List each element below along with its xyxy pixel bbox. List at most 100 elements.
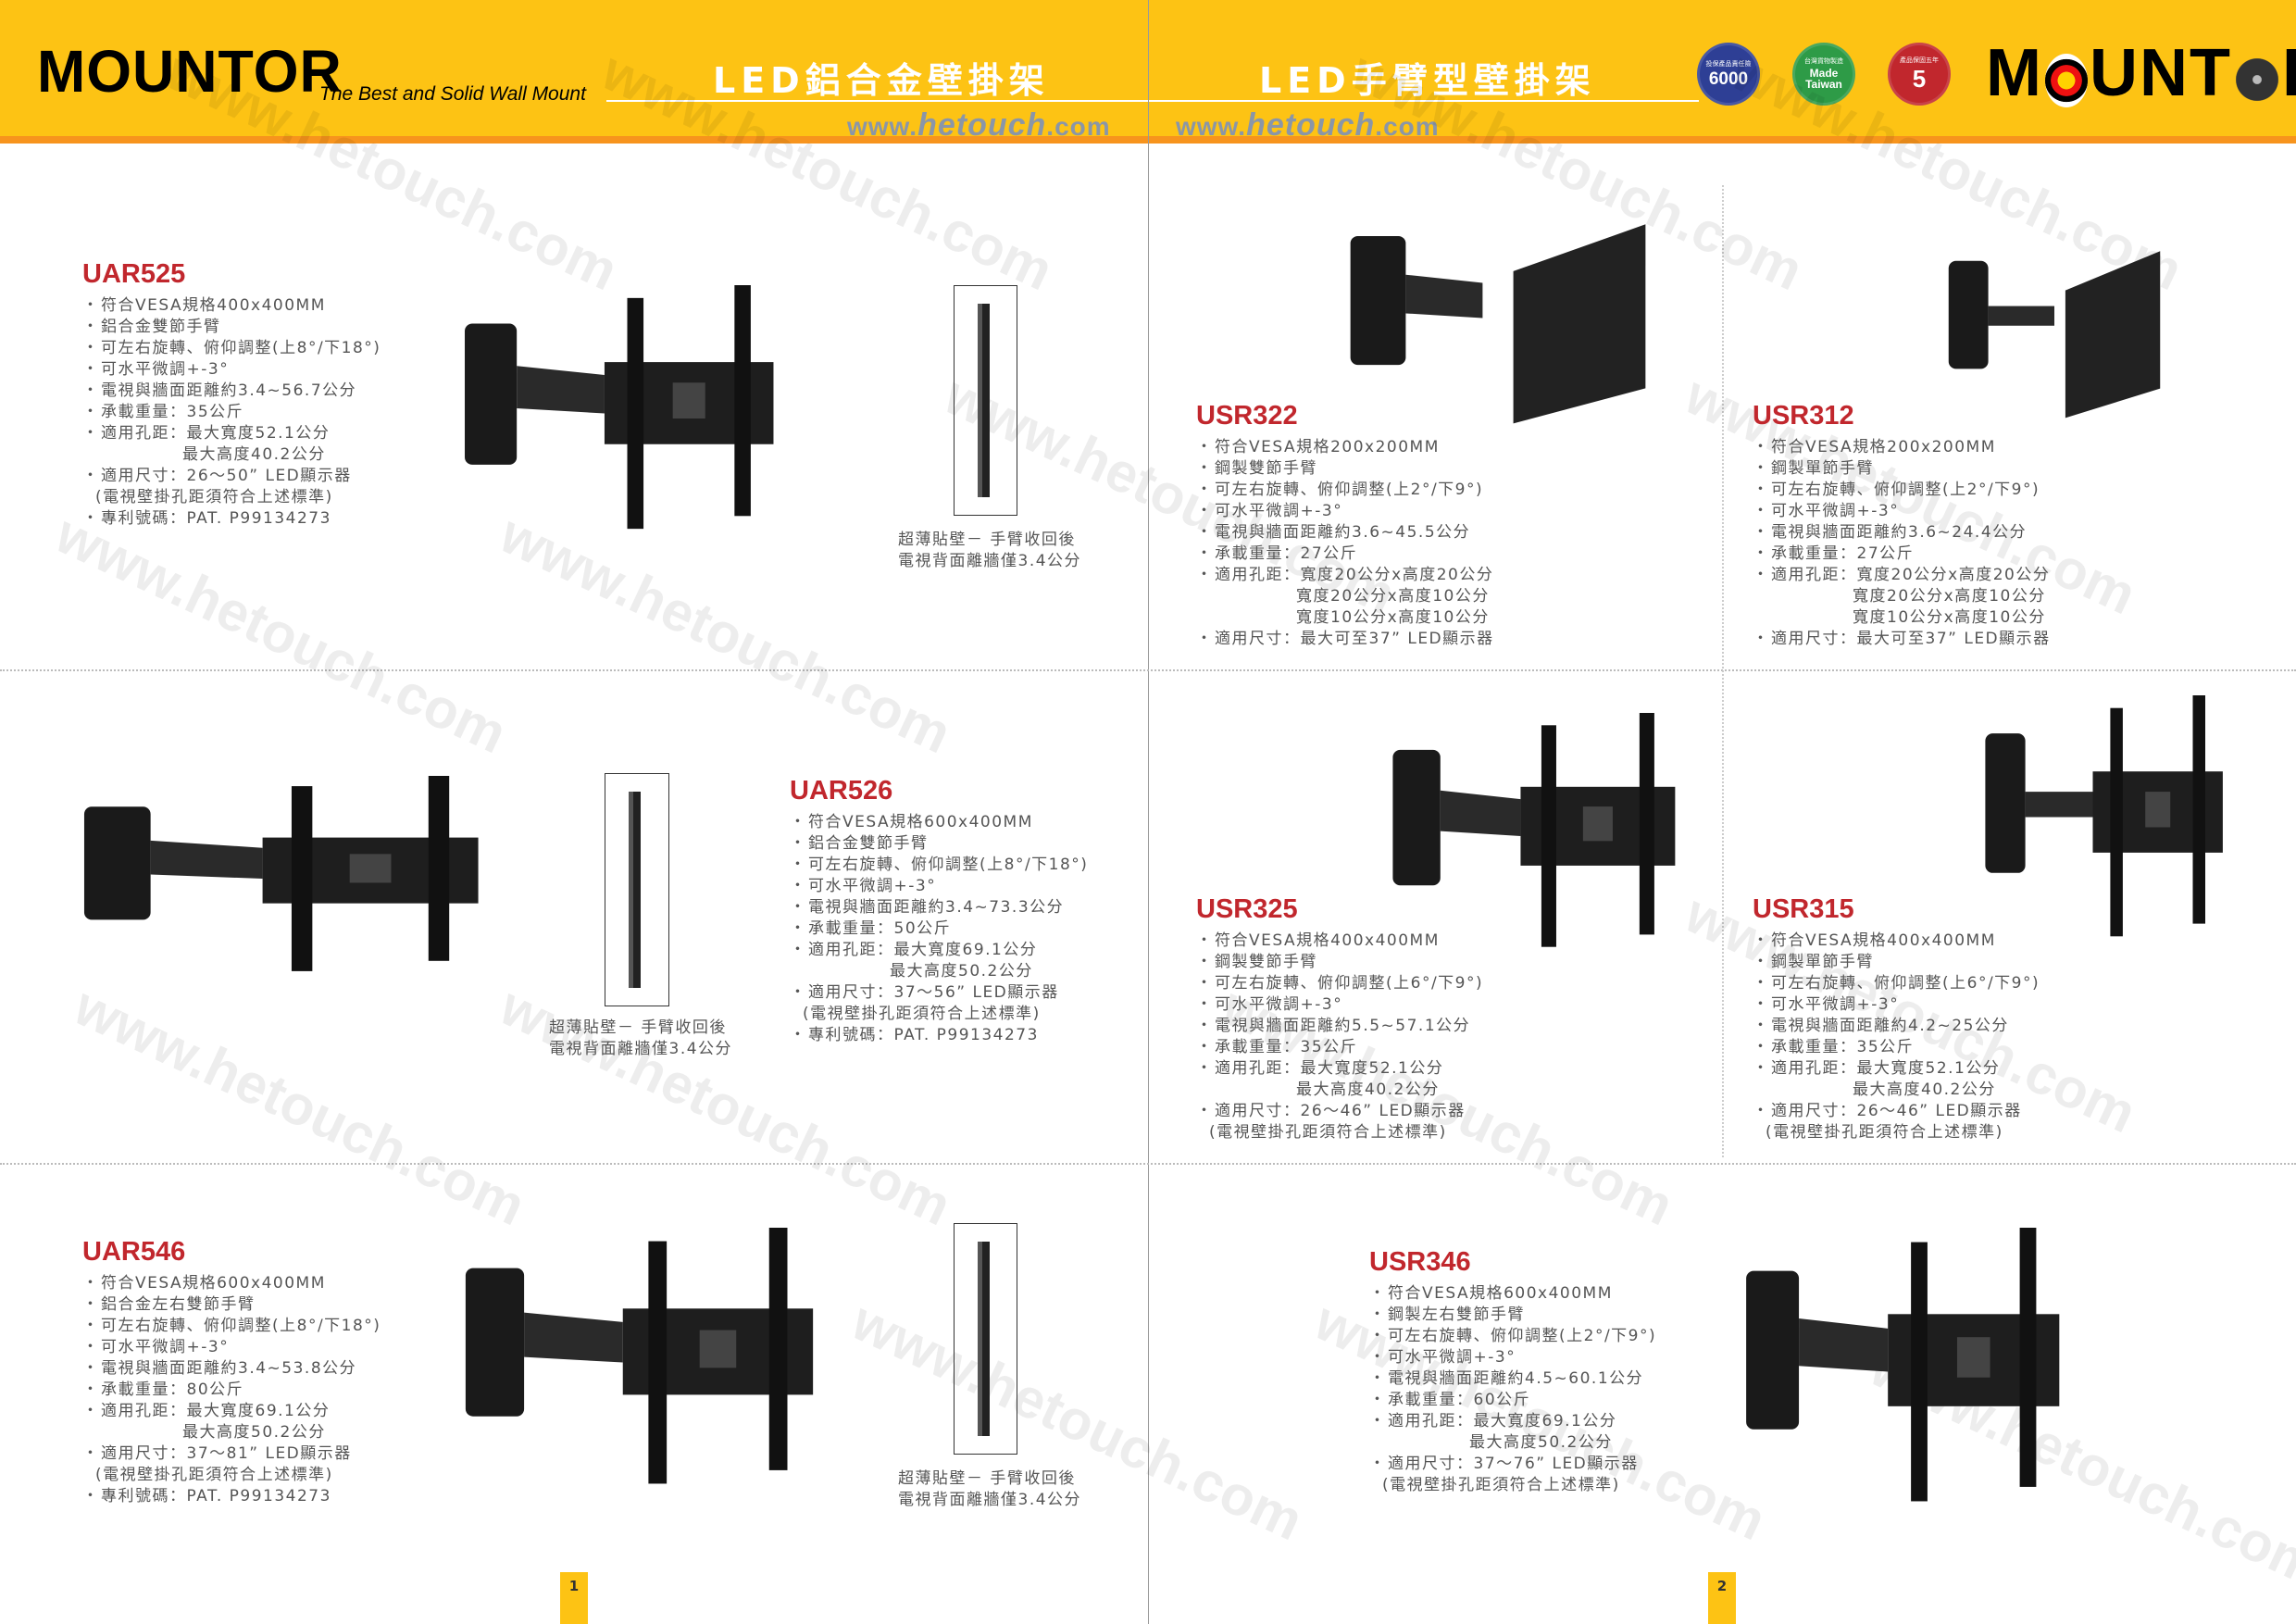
product-usr346: USR346・符合VESA規格600x400MM・鋼製左右雙節手臂・可左右旋轉、… <box>1369 1247 1656 1496</box>
spec-text: 鋼製雙節手臂 <box>1215 459 1317 478</box>
bullet: ・ <box>1369 1348 1387 1367</box>
bullet: ・ <box>82 1487 100 1505</box>
bullet: ・ <box>82 339 100 357</box>
spec-line: ・電視與牆面距離約4.2~25公分 <box>1753 1016 2040 1037</box>
bullet: ・ <box>1753 438 1770 456</box>
slim-profile-caption: 超薄貼壁－ 手臂收回後電視背面離牆僅3.4公分 <box>549 1018 732 1060</box>
spec-line: ・承載重量：27公斤 <box>1196 543 1494 565</box>
small-arm-mount-image <box>1344 201 1652 439</box>
spec-text: 可左右旋轉、俯仰調整(上6°/下9°) <box>1771 974 2040 993</box>
spec-text: 符合VESA規格200x200MM <box>1215 438 1440 456</box>
product-uar525: UAR525・符合VESA規格400x400MM・鋁合金雙節手臂・可左右旋轉、俯… <box>82 259 381 530</box>
spec-line: ・可水平微調+-3° <box>82 359 381 381</box>
spec-line: 寬度10公分x高度10公分 <box>1196 607 1494 629</box>
badge-caption: 投保產品責任險 <box>1705 59 1752 68</box>
spec-text: (電視壁掛孔距須符合上述標準) <box>95 1466 333 1484</box>
spec-line: ・鋁合金雙節手臂 <box>790 833 1088 855</box>
product-model: USR312 <box>1753 401 1854 431</box>
caption-line: 超薄貼壁－ 手臂收回後 <box>549 1018 727 1037</box>
watermark: www.hetouch.com <box>65 974 535 1238</box>
bullet: ・ <box>1753 995 1770 1014</box>
bullet: ・ <box>1753 953 1770 971</box>
website-url-left[interactable]: www.hetouch.com <box>847 107 1111 143</box>
spec-text: 鋁合金雙節手臂 <box>101 318 221 336</box>
spec-line: ・承載重量：80公斤 <box>82 1380 381 1401</box>
bullet: ・ <box>82 1338 100 1356</box>
bullet: ・ <box>1369 1327 1387 1345</box>
spec-text: 電視與牆面距離約3.4~53.8公分 <box>101 1359 357 1378</box>
spec-text: 可水平微調+-3° <box>101 360 230 379</box>
bullet: ・ <box>1196 953 1214 971</box>
bullet: ・ <box>1753 931 1770 950</box>
bullet: ・ <box>1196 502 1214 520</box>
spec-text: 可左右旋轉、俯仰調整(上8°/下18°) <box>808 856 1089 874</box>
bullet: ・ <box>82 403 100 421</box>
spec-text: 適用孔距：寬度20公分x高度20公分 <box>1215 566 1494 584</box>
bullet: ・ <box>790 877 807 895</box>
spec-text: 承載重量：27公斤 <box>1771 544 1915 563</box>
spec-text: 承載重量：50公斤 <box>808 919 952 938</box>
spec-line: ・適用尺寸：37～81” LED顯示器 <box>82 1443 381 1465</box>
bullet: ・ <box>1753 544 1770 563</box>
bullet: ・ <box>82 467 100 485</box>
spec-line: ・鋼製單節手臂 <box>1753 952 2040 973</box>
product-usr312: USR312・符合VESA規格200x200MM・鋼製單節手臂・可左右旋轉、俯仰… <box>1753 401 2051 650</box>
spec-text: 可水平微調+-3° <box>1771 995 1900 1014</box>
bullet: ・ <box>1753 566 1770 584</box>
spec-text: 可水平微調+-3° <box>1215 995 1343 1014</box>
spec-line: (電視壁掛孔距須符合上述標準) <box>82 1465 381 1486</box>
spec-line: ・適用孔距：最大寬度69.1公分 <box>790 940 1088 961</box>
badge-value: 6000 <box>1708 69 1749 89</box>
caption-line: 電視背面離牆僅3.4公分 <box>549 1040 733 1058</box>
spec-text: 最大高度40.2公分 <box>182 445 326 464</box>
bullet: ・ <box>82 1317 100 1335</box>
spec-text: 適用尺寸：26～50” LED顯示器 <box>101 467 352 485</box>
spec-line: ・可水平微調+-3° <box>1369 1347 1656 1368</box>
bullet: ・ <box>1753 459 1770 478</box>
bullet: ・ <box>1753 1102 1770 1120</box>
bullet: ・ <box>1753 630 1770 648</box>
spec-line: ・承載重量：35公斤 <box>1196 1037 1483 1058</box>
spec-line: ・可水平微調+-3° <box>82 1337 381 1358</box>
spec-line: ・電視與牆面距離約3.4~56.7公分 <box>82 381 381 402</box>
website-url-right[interactable]: www.hetouch.com <box>1176 107 1440 143</box>
spec-line: ・適用尺寸：26～46” LED顯示器 <box>1196 1101 1483 1122</box>
spec-line: ・電視與牆面距離約4.5~60.1公分 <box>1369 1368 1656 1390</box>
spec-text: 電視與牆面距離約3.4~56.7公分 <box>101 381 357 400</box>
bullet: ・ <box>1196 1017 1214 1035</box>
watermark: www.hetouch.com <box>842 1289 1313 1553</box>
page-number: 2 <box>1708 1572 1736 1624</box>
spec-line: ・適用孔距：寬度20公分x高度20公分 <box>1753 565 2051 586</box>
spec-text: 適用孔距：最大寬度69.1公分 <box>1388 1412 1617 1430</box>
spec-line: ・符合VESA規格400x400MM <box>1753 931 2040 952</box>
spec-line: ・鋼製雙節手臂 <box>1196 952 1483 973</box>
spec-line: 最大高度50.2公分 <box>82 1422 381 1443</box>
spec-text: (電視壁掛孔距須符合上述標準) <box>1209 1123 1447 1142</box>
slim-profile-caption: 超薄貼壁－ 手臂收回後電視背面離牆僅3.4公分 <box>898 530 1081 572</box>
articulating-mount-image <box>76 776 491 985</box>
spec-line: ・符合VESA規格600x400MM <box>1369 1283 1656 1305</box>
spec-line: ・適用尺寸：37～76” LED顯示器 <box>1369 1454 1656 1475</box>
spec-line: ・電視與牆面距離約5.5~57.1公分 <box>1196 1016 1483 1037</box>
spec-line: ・符合VESA規格200x200MM <box>1753 437 2051 458</box>
spec-line: ・可左右旋轉、俯仰調整(上8°/下18°) <box>790 855 1088 876</box>
spec-text: 鋼製雙節手臂 <box>1215 953 1317 971</box>
spec-text: 符合VESA規格600x400MM <box>101 1274 326 1293</box>
made-in-taiwan-badge: 台灣貨物製造 Made Taiwan <box>1792 43 1855 106</box>
spec-text: 符合VESA規格400x400MM <box>1771 931 1996 950</box>
spec-text: 符合VESA規格400x400MM <box>1215 931 1440 950</box>
spec-text: 適用尺寸：37～81” LED顯示器 <box>101 1444 352 1463</box>
spec-text: 適用尺寸：最大可至37” LED顯示器 <box>1215 630 1494 648</box>
spec-text: 符合VESA規格600x400MM <box>808 813 1033 831</box>
spec-line: ・承載重量：50公斤 <box>790 918 1088 940</box>
spec-text: 最大高度50.2公分 <box>890 962 1033 981</box>
spec-text: 電視與牆面距離約5.5~57.1公分 <box>1215 1017 1471 1035</box>
spec-text: 適用尺寸：26～46” LED顯示器 <box>1771 1102 2022 1120</box>
bullet: ・ <box>82 360 100 379</box>
spec-line: (電視壁掛孔距須符合上述標準) <box>790 1004 1088 1025</box>
spec-text: 鋼製左右雙節手臂 <box>1388 1305 1525 1324</box>
spec-text: 符合VESA規格600x400MM <box>1388 1284 1613 1303</box>
spec-line: ・適用尺寸：26～50” LED顯示器 <box>82 466 381 487</box>
spec-text: 符合VESA規格400x400MM <box>101 296 326 315</box>
spec-text: 可水平微調+-3° <box>1388 1348 1516 1367</box>
